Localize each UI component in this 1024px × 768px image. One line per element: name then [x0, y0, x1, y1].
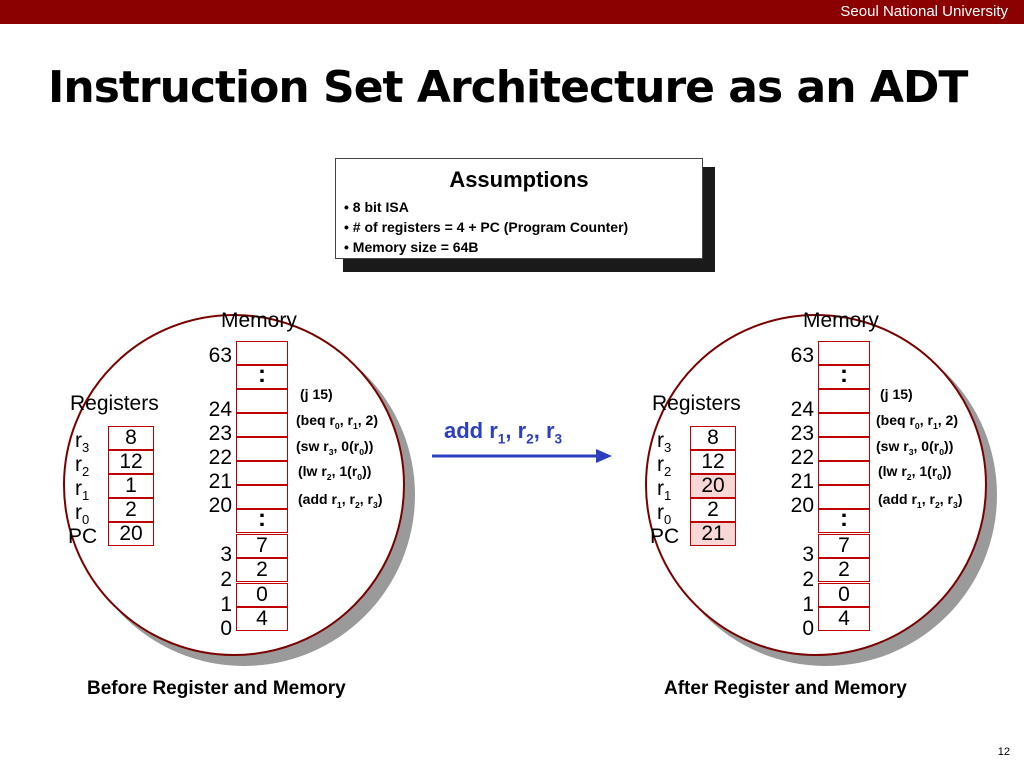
- memory-cell: [818, 341, 870, 365]
- memory-cell: 4: [236, 607, 288, 631]
- memory-address: 20: [790, 494, 814, 517]
- memory-address: 23: [790, 422, 814, 445]
- memory-cell: [236, 461, 288, 485]
- memory-cell: 4: [818, 607, 870, 631]
- memory-label: Memory: [803, 309, 879, 332]
- memory-cell: [236, 341, 288, 365]
- register-name-r1: r1: [657, 477, 672, 504]
- memory-address: 63: [208, 344, 232, 367]
- memory-address: 20: [208, 494, 232, 517]
- memory-address: 1: [220, 593, 232, 616]
- memory-address: 3: [802, 543, 814, 566]
- header-bar: Seoul National University: [0, 0, 1024, 24]
- memory-ellipsis: :: [818, 507, 870, 533]
- register-name-r0: r0: [657, 501, 672, 528]
- register-name-pc: PC: [650, 525, 680, 548]
- memory-cell: 7: [818, 534, 870, 558]
- after-caption: After Register and Memory: [664, 678, 907, 699]
- assumptions-box: Assumptions • 8 bit ISA • # of registers…: [335, 158, 703, 259]
- memory-address: 24: [790, 398, 814, 421]
- register-name-r1: r1: [75, 477, 90, 504]
- register-name-pc: PC: [68, 525, 98, 548]
- transition-label: add r1, r2, r3: [444, 418, 563, 447]
- memory-address: 21: [208, 470, 232, 493]
- memory-address: 22: [790, 446, 814, 469]
- memory-ellipsis: :: [236, 363, 288, 389]
- register-value-r0: 2: [108, 498, 154, 522]
- memory-cell: [818, 461, 870, 485]
- memory-cell: [818, 389, 870, 413]
- assumption-item: • 8 bit ISA: [344, 199, 409, 215]
- register-name-r3: r3: [75, 429, 90, 456]
- memory-cell: [818, 413, 870, 437]
- assumptions-title: Assumptions: [449, 167, 589, 192]
- instruction-lw: (lw r2, 1(r0)): [298, 463, 372, 482]
- instruction-add: (add r1, r2, r3): [298, 491, 383, 510]
- register-value-r3: 8: [108, 426, 154, 450]
- memory-address: 0: [220, 617, 232, 640]
- memory-cell: [236, 437, 288, 461]
- memory-cell: [236, 413, 288, 437]
- memory-address: 3: [220, 543, 232, 566]
- instruction-j: (j 15): [880, 386, 913, 402]
- registers-label: Registers: [652, 392, 741, 415]
- register-value-r2: 12: [690, 450, 736, 474]
- register-value-r3: 8: [690, 426, 736, 450]
- university-name: Seoul National University: [840, 3, 1008, 20]
- memory-address: 24: [208, 398, 232, 421]
- page-title: Instruction Set Architecture as an ADT: [48, 62, 968, 113]
- page-number: 12: [997, 746, 1010, 758]
- memory-cell: 0: [818, 583, 870, 607]
- assumption-item: • # of registers = 4 + PC (Program Count…: [344, 219, 629, 235]
- register-value-r1: 1: [108, 474, 154, 498]
- memory-address: 21: [790, 470, 814, 493]
- instruction-sw: (sw r3, 0(r0)): [876, 438, 954, 457]
- memory-address: 63: [790, 344, 814, 367]
- after-panel: Memory Registers r3 r2 r1 r0 PC 8 12 20 …: [627, 288, 1007, 668]
- instruction-j: (j 15): [300, 386, 333, 402]
- memory-address: 1: [802, 593, 814, 616]
- memory-label: Memory: [221, 309, 297, 332]
- instruction-lw: (lw r2, 1(r0)): [878, 463, 952, 482]
- register-value-r1: 20: [690, 474, 736, 498]
- memory-address: 2: [802, 568, 814, 591]
- assumption-item: • Memory size = 64B: [344, 239, 479, 255]
- memory-cell: 7: [236, 534, 288, 558]
- memory-address: 0: [802, 617, 814, 640]
- register-name-r0: r0: [75, 501, 90, 528]
- memory-cell: [236, 485, 288, 509]
- registers-label: Registers: [70, 392, 159, 415]
- memory-ellipsis: :: [818, 363, 870, 389]
- transition-arrow-icon: [432, 449, 612, 463]
- register-value-pc: 20: [108, 522, 154, 546]
- memory-cell: 0: [236, 583, 288, 607]
- memory-address: 22: [208, 446, 232, 469]
- memory-ellipsis: :: [236, 507, 288, 533]
- register-value-pc: 21: [690, 522, 736, 546]
- register-name-r2: r2: [75, 453, 90, 480]
- register-value-r0: 2: [690, 498, 736, 522]
- before-caption: Before Register and Memory: [87, 678, 346, 699]
- memory-cell: 2: [818, 558, 870, 582]
- memory-cell: [236, 389, 288, 413]
- before-panel: Memory Registers r3 r2 r1 r0 PC 8 12 1 2…: [45, 288, 425, 668]
- memory-address: 2: [220, 568, 232, 591]
- instruction-add: (add r1, r2, r3): [878, 491, 963, 510]
- instruction-sw: (sw r3, 0(r0)): [296, 438, 374, 457]
- instruction-beq: (beq r0, r1, 2): [876, 412, 959, 431]
- register-name-r2: r2: [657, 453, 672, 480]
- register-name-r3: r3: [657, 429, 672, 456]
- memory-address: 23: [208, 422, 232, 445]
- instruction-beq: (beq r0, r1, 2): [296, 412, 379, 431]
- memory-cell: [818, 485, 870, 509]
- memory-cell: [818, 437, 870, 461]
- register-value-r2: 12: [108, 450, 154, 474]
- memory-cell: 2: [236, 558, 288, 582]
